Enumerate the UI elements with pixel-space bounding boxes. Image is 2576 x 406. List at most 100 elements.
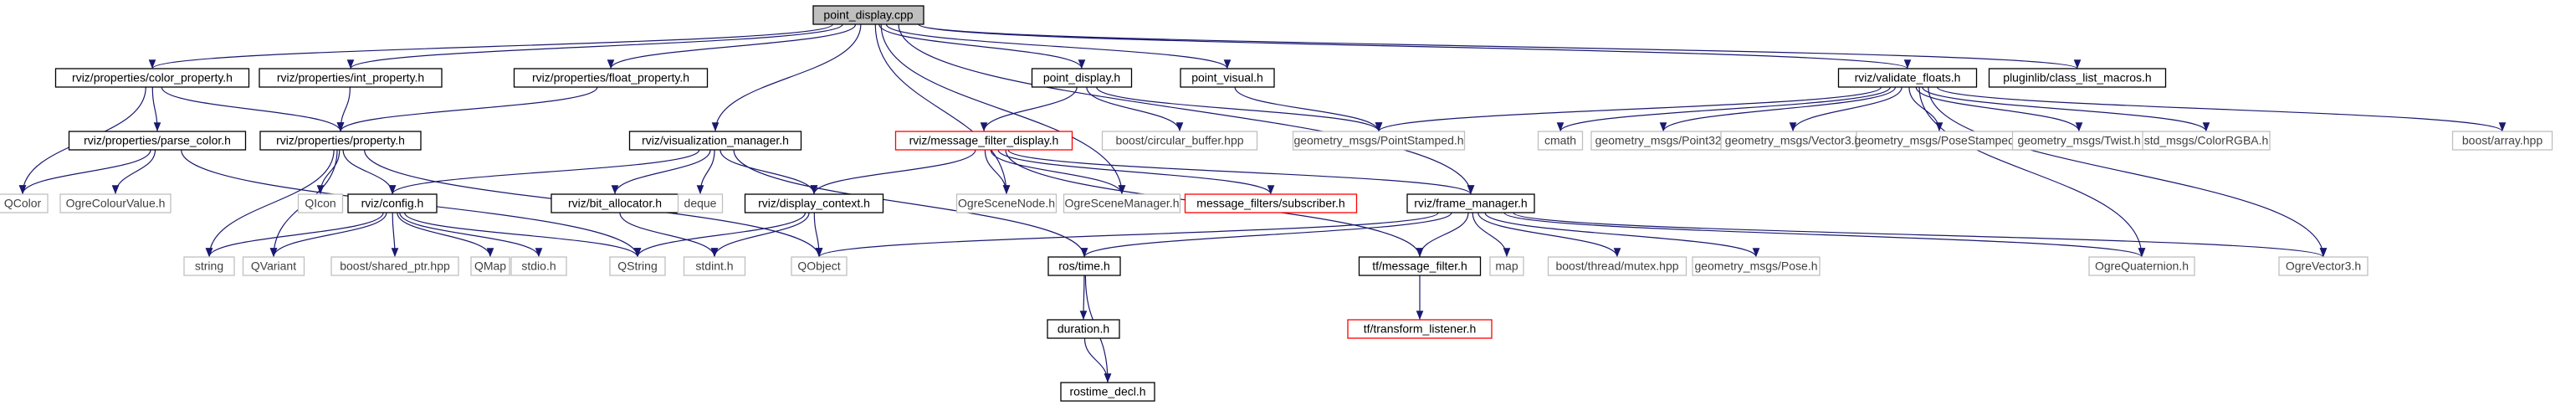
- node-label: boost/circular_buffer.hpp: [1115, 134, 1243, 147]
- edge-parse-color-to-ogre-colour-value: [111, 149, 156, 195]
- node-label: rviz/properties/float_property.h: [532, 71, 689, 85]
- node-label: QVariant: [251, 260, 296, 273]
- edge-visualization-manager-to-display-context: [720, 149, 818, 195]
- edge-point-display-h-to-point-stamped: [1096, 86, 1383, 132]
- node-box: [1292, 131, 1466, 151]
- node-deque: deque: [677, 193, 724, 213]
- node-validate-floats[interactable]: rviz/validate_floats.h: [1837, 68, 1978, 88]
- node-label: rviz/visualization_manager.h: [642, 134, 789, 147]
- node-box: [1837, 68, 1978, 88]
- node-tf-message-filter[interactable]: tf/message_filter.h: [1358, 256, 1482, 276]
- node-float-property[interactable]: rviz/properties/float_property.h: [513, 68, 709, 88]
- edge-display-context-to-qstring: [633, 212, 807, 258]
- node-label: boost/array.hpp: [2462, 134, 2543, 147]
- node-label: geometry_msgs/Pose.h: [1694, 260, 1817, 273]
- node-label: message_filters/subscriber.h: [1196, 197, 1344, 210]
- node-box: [1988, 68, 2167, 88]
- node-rostime-decl[interactable]: rostime_decl.h: [1060, 382, 1155, 402]
- node-label: ros/time.h: [1058, 260, 1109, 273]
- edge-frame-manager-to-map: [1472, 212, 1511, 258]
- node-box: [242, 256, 305, 276]
- node-duration[interactable]: duration.h: [1047, 319, 1120, 339]
- edge-config-to-string: [205, 212, 384, 258]
- node-map: map: [1489, 256, 1524, 276]
- node-label: stdio.h: [521, 260, 556, 273]
- node-ogre-vector3: OgreVector3.h: [2278, 256, 2369, 276]
- dependency-nodes: point_display.cpp rviz/properties/color_p…: [0, 5, 2553, 402]
- edge-color-property-to-parse-color: [151, 86, 161, 132]
- node-point-stamped: geometry_msgs/PointStamped.h: [1292, 131, 1466, 151]
- node-class-list-macros[interactable]: pluginlib/class_list_macros.h: [1988, 68, 2167, 88]
- node-box: [1101, 131, 1258, 151]
- node-frame-manager[interactable]: rviz/frame_manager.h: [1406, 193, 1535, 213]
- node-box: [1537, 131, 1584, 151]
- node-point-display-h[interactable]: point_display.h: [1031, 68, 1133, 88]
- node-config[interactable]: rviz/config.h: [347, 193, 438, 213]
- edge-property-to-config: [342, 149, 397, 195]
- edge-root-to-point-display-h: [878, 23, 1086, 69]
- node-label: rostime_decl.h: [1069, 385, 1145, 398]
- node-label: tf/message_filter.h: [1372, 260, 1467, 273]
- edge-validate-floats-to-color-rgba: [1922, 86, 2210, 132]
- edge-frame-manager-to-pose: [1484, 212, 1760, 258]
- edge-validate-floats-to-vector3: [1789, 86, 1903, 132]
- node-property[interactable]: rviz/properties/property.h: [259, 131, 422, 151]
- node-label: geometry_msgs/PoseStamped.h: [1854, 134, 2024, 147]
- node-ogre-quaternion: OgreQuaternion.h: [2088, 256, 2195, 276]
- edge-frame-manager-to-ogre-quaternion: [1503, 212, 2146, 258]
- node-display-context[interactable]: rviz/display_context.h: [744, 193, 884, 213]
- node-label: rviz/validate_floats.h: [1855, 71, 1961, 85]
- node-box: [609, 256, 666, 276]
- edge-message-filter-display-to-ogre-scene-node: [984, 149, 1011, 195]
- edge-visualization-manager-to-bit-allocator: [611, 149, 711, 195]
- node-box: [1358, 256, 1482, 276]
- node-point32: geometry_msgs/Point32.h: [1590, 131, 1736, 151]
- edge-root-to-class-list-macros: [918, 23, 2081, 69]
- node-label: stdint.h: [695, 260, 733, 273]
- node-ros-time[interactable]: ros/time.h: [1047, 256, 1121, 276]
- node-box: [744, 193, 884, 213]
- edge-message-filter-display-to-subscriber: [997, 149, 1275, 195]
- edge-point-display-h-to-message-filter-display: [980, 86, 1078, 132]
- node-box: [2278, 256, 2369, 276]
- node-label: rviz/bit_allocator.h: [568, 197, 662, 210]
- node-transform-listener[interactable]: tf/transform_listener.h: [1347, 319, 1493, 339]
- node-pose-stamped: geometry_msgs/PoseStamped.h: [1854, 131, 2025, 151]
- node-box: [2088, 256, 2195, 276]
- node-label: rviz/properties/property.h: [276, 134, 405, 147]
- node-color-property[interactable]: rviz/properties/color_property.h: [54, 68, 250, 88]
- node-message-filter-display[interactable]: rviz/message_filter_display.h: [894, 131, 1073, 151]
- edge-root-to-frame-manager: [898, 23, 1475, 195]
- node-box: [1180, 68, 1275, 88]
- node-box: [54, 68, 250, 88]
- node-box: [1184, 193, 1358, 213]
- node-ogre-scene-manager: OgreSceneManager.h: [1063, 193, 1181, 213]
- node-bit-allocator[interactable]: rviz/bit_allocator.h: [551, 193, 679, 213]
- node-int-property[interactable]: rviz/properties/int_property.h: [259, 68, 443, 88]
- node-label: rviz/properties/parse_color.h: [84, 134, 231, 147]
- node-label: map: [1495, 260, 1518, 273]
- edge-message-filter-display-to-ogre-scene-manager: [990, 149, 1126, 195]
- edge-validate-floats-to-ogre-quaternion: [1918, 86, 2146, 258]
- node-box: [1060, 382, 1155, 402]
- node-color-rgba: std_msgs/ColorRGBA.h: [2142, 131, 2271, 151]
- node-point-visual[interactable]: point_visual.h: [1180, 68, 1275, 88]
- node-label: geometry_msgs/Point32.h: [1595, 134, 1732, 147]
- node-box: [470, 256, 510, 276]
- node-boost-array: boost/array.hpp: [2451, 131, 2553, 151]
- edge-root-to-point-visual: [885, 23, 1232, 69]
- node-stdio: stdio.h: [510, 256, 567, 276]
- node-label: OgreVector3.h: [2286, 260, 2361, 273]
- edge-root-to-validate-floats: [918, 23, 1911, 69]
- edge-validate-floats-to-pose-stamped: [1908, 86, 1944, 132]
- node-root[interactable]: point_display.cpp: [812, 5, 924, 25]
- node-stdint: stdint.h: [683, 256, 746, 276]
- node-box: [955, 193, 1058, 213]
- node-visualization-manager[interactable]: rviz/visualization_manager.h: [628, 131, 802, 151]
- node-label: rviz/message_filter_display.h: [909, 134, 1059, 147]
- node-subscriber[interactable]: message_filters/subscriber.h: [1184, 193, 1358, 213]
- node-box: [2142, 131, 2271, 151]
- node-box: [812, 5, 924, 25]
- node-ogre-scene-node: OgreSceneNode.h: [955, 193, 1058, 213]
- node-parse-color[interactable]: rviz/properties/parse_color.h: [68, 131, 247, 151]
